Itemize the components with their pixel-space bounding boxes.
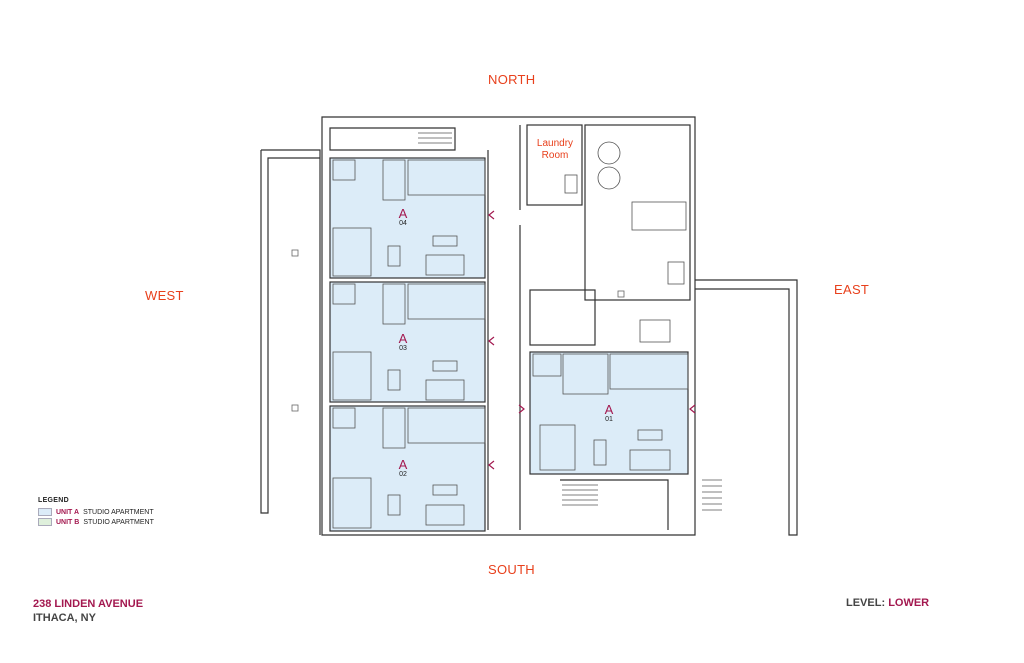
unit-letter: A — [398, 457, 408, 472]
unit-number: 03 — [399, 345, 407, 352]
unit-01-area — [529, 351, 689, 475]
legend-unit-b: UNIT B — [56, 518, 80, 526]
compass-east: EAST — [834, 282, 870, 297]
unit-02-area — [329, 405, 486, 532]
laundry-room-label: Laundry Room — [531, 138, 579, 162]
unit-number: 04 — [399, 220, 407, 227]
unit-label-01[interactable]: A 01 — [599, 403, 619, 423]
compass-south: SOUTH — [488, 562, 535, 577]
unit-letter: A — [398, 206, 408, 221]
level-label: LEVEL: — [846, 597, 886, 609]
level-value: LOWER — [888, 597, 930, 609]
legend-swatch-unit-b — [38, 518, 52, 526]
legend-item-unit-a: UNIT A STUDIO APARTMENT — [38, 508, 154, 516]
unit-03-area — [329, 281, 486, 403]
address-line1: 238 LINDEN AVENUE — [33, 598, 144, 610]
compass-north: NORTH — [488, 72, 536, 87]
legend-unit-a: UNIT A — [56, 508, 80, 516]
compass-west: WEST — [145, 288, 184, 303]
unit-letter: A — [604, 402, 614, 417]
address-line2: ITHACA, NY — [33, 612, 96, 624]
laundry-label-line1: Laundry — [536, 138, 574, 149]
unit-label-04[interactable]: A 04 — [393, 207, 413, 227]
legend-type-a: STUDIO APARTMENT — [83, 508, 154, 516]
address-block: 238 LINDEN AVENUE ITHACA, NY — [33, 597, 143, 625]
unit-number: 01 — [605, 416, 613, 423]
legend-swatch-unit-a — [38, 508, 52, 516]
laundry-label-line2: Room — [541, 150, 569, 161]
unit-letter: A — [398, 331, 408, 346]
level-indicator: LEVEL: LOWER — [846, 597, 929, 609]
legend-item-unit-b: UNIT B STUDIO APARTMENT — [38, 518, 154, 526]
unit-label-02[interactable]: A 02 — [393, 458, 413, 478]
unit-number: 02 — [399, 471, 407, 478]
unit-label-03[interactable]: A 03 — [393, 332, 413, 352]
legend: LEGEND UNIT A STUDIO APARTMENT UNIT B ST… — [38, 497, 154, 528]
legend-type-b: STUDIO APARTMENT — [83, 518, 154, 526]
legend-title: LEGEND — [38, 497, 69, 504]
unit-04-area — [329, 157, 486, 279]
